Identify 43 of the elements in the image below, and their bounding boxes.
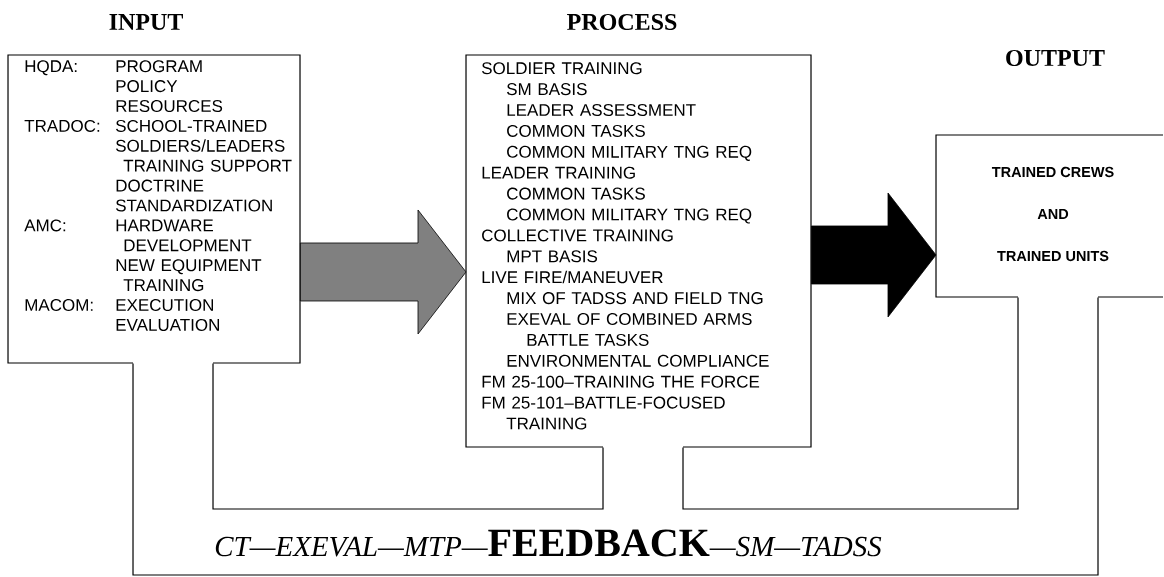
node-label: NEW EQUIPMENT TRAINING: [116, 259, 262, 292]
node-label: COLLECTIVE TRAINING: [482, 229, 673, 242]
node-label: COMMON MILITARY TNG REQ: [507, 145, 752, 161]
node-label: TRADOC:: [24, 119, 100, 132]
node-label: AMC:: [24, 219, 66, 232]
node-label: COMMON MILITARY TNG REQ: [507, 208, 752, 224]
node-label: TRAINING SUPPORT: [123, 159, 292, 172]
feedback-line: [682, 296, 1019, 510]
node-label: MIX OF TADSS AND FIELD TNG: [507, 292, 763, 305]
node-label: FM 25-100–TRAINING THE FORCE: [482, 375, 760, 388]
heading: PROCESS: [567, 13, 677, 31]
node-label: SCHOOL-TRAINED SOLDIERS/LEADERS: [115, 119, 285, 152]
node-label: FM 25-101–BATTLE-FOCUSED TRAINING: [482, 396, 725, 430]
process-box: SOLDIER TRAINING SM BASIS LEADER ASSESSMENT COMMON TASKS COMMON MILITARY TNG REQ LEADER TRAINING COMMON TASKS COMMON MILITARY TNG REQ COLLECTIVE TRAINING MPT BASIS LIVE FIRE/MANEUVER MIX OF TADSS AND FIELD TNG EXEVAL OF COMBINED ARMS BATTLE TASKS ENVIRONMENTAL COMPLIANCE FM 25-100–TRAINING THE FORCE FM 25-101–BATTLE-FOCUSED TRAINING: [465, 54, 812, 448]
node-label: COMMON TASKS: [507, 187, 645, 200]
node-label: LEADER TRAINING: [482, 166, 635, 179]
node-label: MPT BASIS: [507, 250, 598, 263]
output-box: TRAINED CREWS AND TRAINED UNITS: [935, 134, 1164, 298]
node-label: HQDA:: [25, 60, 77, 76]
feedback-line: [212, 362, 604, 510]
node-label: SM BASIS: [506, 83, 587, 96]
node-label: PROGRAM: [116, 60, 202, 73]
heading: INPUT: [109, 14, 183, 30]
node-label: POLICY: [116, 80, 178, 93]
feedback-line: [132, 296, 1099, 576]
node-label: MACOM:: [25, 298, 93, 312]
node-label: EXECUTION: [116, 298, 213, 312]
node-label: SOLDIER TRAINING: [481, 62, 642, 75]
feedback-label: CT—EXEVAL—MTP—FEEDBACK—SM—TADSS: [215, 529, 882, 557]
node-label: EVALUATION: [116, 318, 219, 331]
node-label: COMMON TASKS: [507, 124, 645, 137]
node-label: ENVIRONMENTAL COMPLIANCE: [507, 354, 769, 367]
input-box: HQDA: PROGRAM POLICY RESOURCES TRADOC: SCHOOL-TRAINED SOLDIERS/LEADERS TRAINING SUPPORT DOCTRINE STANDARDIZATION AMC: HARDWARE DEVELOPMENT NEW EQUIPMENT TRAINING MACOM: EXECUTION EVALUATION: [7, 54, 301, 364]
node-label: EXEVAL OF COMBINED ARMS BATTLE TASKS: [507, 312, 752, 346]
node-label: HARDWARE DEVELOPMENT: [116, 219, 252, 252]
node-label: DOCTRINE: [116, 179, 204, 192]
block-arrow: [300, 209, 467, 335]
heading: OUTPUT: [1006, 49, 1105, 67]
node-label: STANDARDIZATION: [115, 199, 272, 212]
node-label: RESOURCES: [116, 99, 223, 113]
block-arrow: [811, 192, 937, 318]
node-label: LIVE FIRE/MANEUVER: [482, 270, 663, 284]
node-label: LEADER ASSESSMENT: [507, 103, 696, 117]
